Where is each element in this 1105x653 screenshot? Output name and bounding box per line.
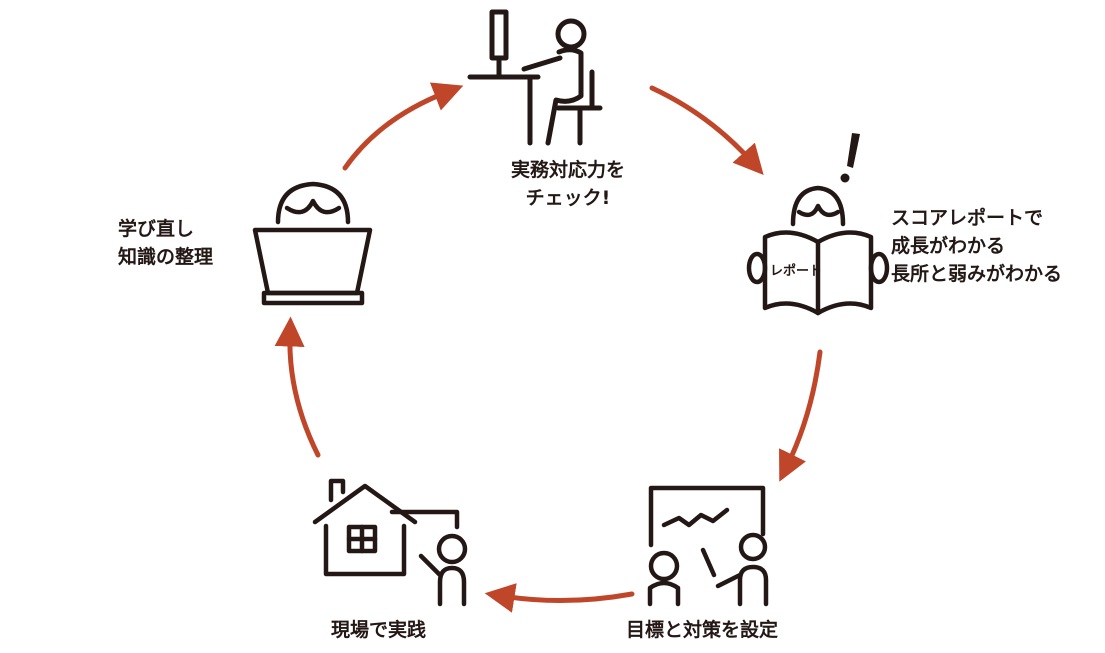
laptop-study-icon — [252, 181, 373, 306]
step-label-check: 実務対応力を チェック! — [487, 156, 649, 212]
cycle-arrows — [274, 82, 823, 613]
label-line: 目標と対策を設定 — [626, 619, 779, 641]
whiteboard-planning-icon — [647, 485, 769, 607]
step-label-goal: 目標と対策を設定 — [626, 616, 778, 644]
label-line: 知識の整理 — [118, 246, 214, 268]
house-practice-icon — [312, 478, 468, 607]
label-line: スコアレポートで — [891, 207, 1044, 229]
person-at-desk-icon — [467, 9, 603, 146]
arrow-check-to-report — [649, 85, 764, 176]
step-label-relearn: 学び直し 知識の整理 — [118, 215, 213, 271]
label-line: 実務対応力を — [510, 159, 625, 181]
label-line: 長所と弱みがわかる — [891, 263, 1063, 285]
label-line: 成長がわかる — [891, 235, 1006, 257]
step-label-report: スコアレポートで 成長がわかる 長所と弱みがわかる — [891, 204, 1062, 288]
step-label-practice: 現場で実践 — [331, 616, 426, 644]
label-line: 現場で実践 — [331, 619, 427, 641]
arrow-relearn-to-check — [342, 82, 464, 171]
label-line: チェック! — [525, 187, 611, 209]
arrow-report-to-goal — [779, 349, 823, 482]
report-book-label: レポート — [770, 264, 823, 279]
reading-report-icon — [746, 185, 890, 316]
arrow-practice-to-relearn — [274, 316, 321, 458]
label-line: 学び直し — [118, 218, 195, 240]
arrow-goal-to-practice — [484, 583, 635, 613]
exclamation-icon — [840, 133, 860, 183]
